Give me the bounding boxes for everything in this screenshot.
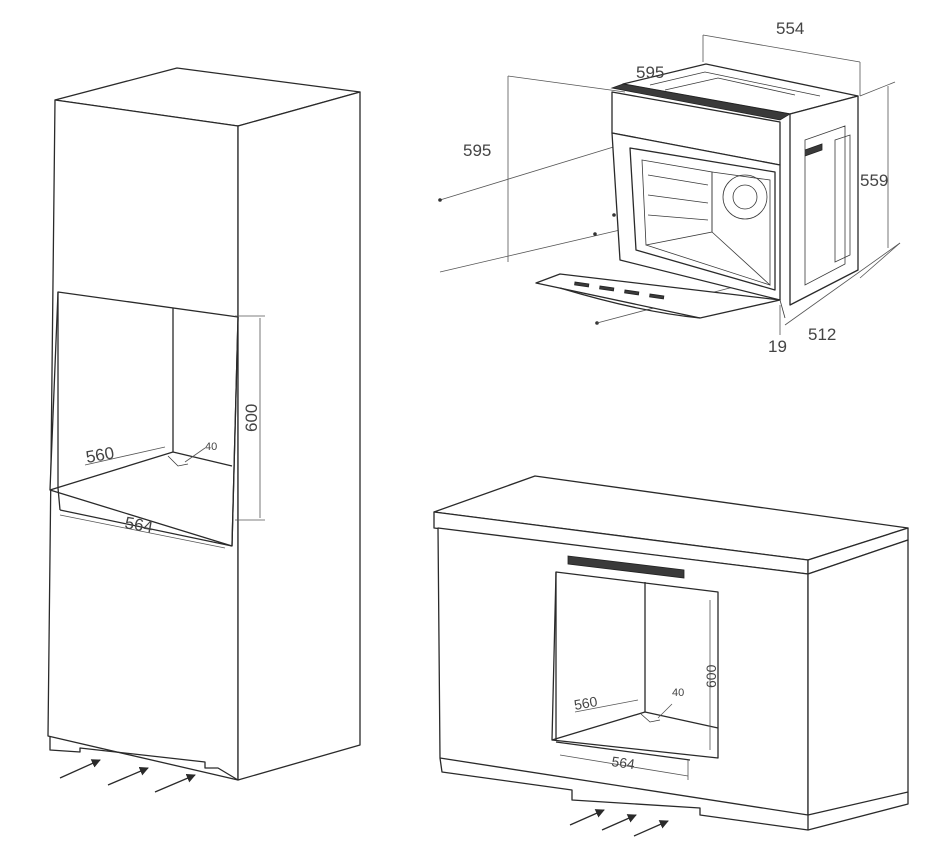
base-height-label: 600 — [703, 664, 719, 688]
tall-cabinet-plinth — [49, 736, 239, 781]
oven-width-label: 595 — [636, 63, 664, 82]
oven: 554 595 595 559 512 19 — [438, 19, 901, 356]
base-cabinet-side — [807, 539, 909, 816]
base-cabinet: 560 40 600 564 — [433, 475, 909, 837]
oven-cavity — [629, 147, 776, 291]
tall-width-outer-label: 564 — [123, 513, 154, 537]
oven-body-height-label: 559 — [860, 171, 888, 190]
airflow-arrow-icon — [107, 767, 149, 786]
tall-width-inner-label: 560 — [84, 443, 115, 467]
base-width-inner-label: 560 — [573, 693, 599, 713]
airflow-arrow-icon — [569, 809, 605, 826]
airflow-arrow-icon — [154, 774, 196, 793]
oven-front-thickness-label: 19 — [768, 337, 787, 356]
handle-bar — [567, 555, 685, 579]
oven-door-slots — [574, 281, 665, 300]
base-width-outer-label: 564 — [611, 753, 637, 772]
oven-fan-icon — [722, 174, 768, 220]
oven-body-depth-label: 512 — [808, 325, 836, 344]
tall-depth-step-label: 40 — [205, 441, 217, 453]
tall-cabinet-side — [237, 91, 361, 781]
airflow-arrow-icon — [601, 814, 637, 831]
tall-cabinet-opening — [49, 291, 239, 547]
base-depth-step-label: 40 — [672, 687, 684, 699]
airflow-arrow-icon — [59, 759, 101, 779]
base-cabinet-opening — [551, 571, 719, 761]
oven-height-label: 595 — [463, 141, 491, 160]
airflow-arrow-icon — [633, 820, 669, 837]
oven-depth-total-label: 554 — [776, 19, 804, 38]
tall-height-label: 600 — [242, 404, 261, 432]
base-airflow-arrows — [569, 809, 669, 837]
oven-side — [789, 95, 859, 306]
tall-airflow-arrows — [59, 759, 196, 793]
tall-cabinet: 560 40 600 564 — [47, 67, 361, 793]
